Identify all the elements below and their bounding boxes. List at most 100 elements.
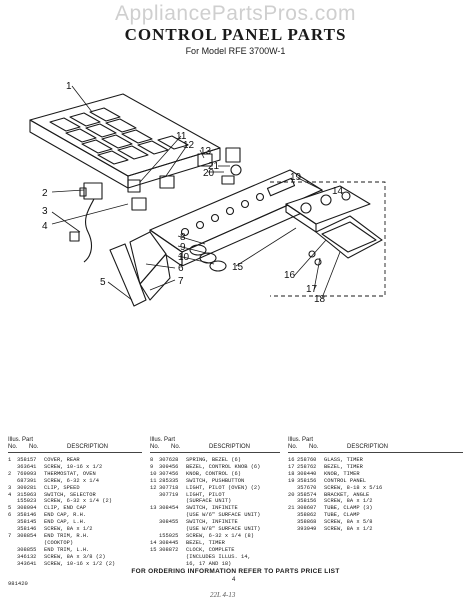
header-part-no: No.: [29, 444, 39, 450]
illus-no: 4: [8, 491, 12, 498]
infinite-switch-drawing: [159, 147, 242, 189]
part-number: 346132: [17, 553, 37, 560]
illus-no: 13: [150, 505, 157, 512]
end-trim-drawing: [109, 231, 171, 307]
illus-no: 9: [150, 463, 154, 470]
part-description: SCREW, 6-32 x 1/4 (2): [44, 498, 112, 505]
header-part-no: No.: [309, 444, 319, 450]
part-number: 307456: [159, 470, 179, 477]
part-number: 358868: [297, 519, 317, 526]
ordering-footer: FOR ORDERING INFORMATION REFER TO PARTS …: [131, 568, 340, 575]
part-description: LIGHT, PILOT (OVEN) (2): [186, 484, 261, 491]
part-description: TUBE, CLAMP: [324, 512, 360, 519]
header-description: DESCRIPTION: [67, 444, 109, 450]
part-number: 363641: [17, 463, 37, 470]
handwritten-note: 22L 4-13: [210, 591, 236, 599]
part-description: SCREW, 8A x 3/8 (2): [44, 553, 106, 560]
part-number: 308872: [159, 546, 179, 553]
header-illus-part: Illus. Part: [8, 437, 34, 443]
speed-clip-drawing: [69, 231, 80, 242]
part-number: 358574: [297, 491, 317, 498]
illus-no: 5: [8, 505, 12, 512]
part-number: 308094: [17, 505, 37, 512]
part-description: TUBE, CLAMP (3): [324, 505, 373, 512]
illus-no: 15: [150, 546, 157, 553]
part-description: SCREW, 10-16 x 1/2: [44, 463, 103, 470]
part-number: 358146: [17, 526, 37, 533]
callout-12: 12: [183, 140, 195, 151]
part-description: SCREW, 8A x 1/2: [324, 498, 373, 505]
part-number: 309281: [17, 484, 37, 491]
callout-17: 17: [306, 284, 318, 295]
part-description: SPRING, BEZEL (6): [186, 457, 241, 463]
callout-15: 15: [232, 262, 244, 273]
part-description: (USE W/8" SURFACE UNIT): [186, 526, 261, 533]
table-row: (USE W/8" SURFACE UNIT): [150, 526, 260, 533]
table-row: 358145 END CAP, L.H.: [8, 519, 115, 526]
illus-no: 12: [150, 484, 157, 491]
callout-18: 18: [314, 294, 326, 305]
column-1-header: Illus. Part No. No. DESCRIPTION: [8, 437, 115, 451]
part-description: GLASS, TIMER: [324, 457, 363, 463]
column-2-header: Illus. Part No.No.DESCRIPTION: [150, 437, 260, 451]
illus-no: 17: [288, 463, 295, 470]
page-number: 4: [232, 577, 236, 583]
part-number: 357670: [297, 484, 317, 491]
part-number: 309456: [159, 463, 179, 470]
part-number: 285335: [159, 477, 179, 484]
part-description: SWITCH, SELECTOR: [44, 491, 96, 498]
thermostat-drawing: [79, 182, 103, 263]
part-number: 358145: [17, 519, 37, 526]
callout-3: 3: [42, 206, 48, 217]
exploded-parts-diagram: 1 2 3 4 5 6 7 8 9 10 11 12 13 14 15 16 1…: [29, 81, 386, 307]
part-number: 343641: [17, 560, 37, 567]
part-description: CLIP, SPEED: [44, 484, 80, 491]
table-row: (USE W/6" SURFACE UNIT): [150, 512, 260, 519]
illus-no: 18: [288, 470, 295, 477]
control-panel-drawing: [149, 169, 323, 267]
part-description: THERMOSTAT, OVEN: [44, 470, 96, 477]
callout-6: 6: [178, 263, 184, 274]
column-3-header: Illus. Part No.No.DESCRIPTION: [288, 437, 388, 451]
header-description: DESCRIPTION: [209, 444, 251, 450]
table-row: 346132 SCREW, 8A x 3/8 (2): [8, 554, 115, 561]
part-number: 315063: [17, 491, 37, 498]
document-id: 981420: [8, 580, 28, 587]
part-description: CONTROL PANEL: [324, 477, 367, 484]
illus-no: 10: [150, 470, 157, 477]
model-subtitle: For Model RFE 3700W-1: [185, 46, 286, 56]
part-description: SWITCH, PUSHBUTTON: [186, 477, 245, 484]
rear-cover-drawing: [29, 93, 221, 189]
callout-20: 20: [203, 168, 215, 179]
header-illus-no: No.: [8, 444, 18, 450]
callout-9: 9: [180, 242, 186, 253]
part-description: BEZEL, TIMER: [324, 463, 363, 470]
part-description: END TRIM, R.H.: [44, 532, 90, 539]
part-number: 358146: [17, 512, 37, 519]
illus-no: 21: [288, 505, 295, 512]
callout-8: 8: [180, 232, 186, 243]
pushbutton-switch-drawing: [127, 179, 141, 193]
part-description: END CAP, L.H.: [44, 519, 87, 526]
illus-no: 2: [8, 470, 12, 477]
part-description: SCREW, 8A x 1/2: [44, 526, 93, 533]
part-description: (INCLUDES ILLUS. 14,: [186, 553, 251, 560]
part-number: 358862: [297, 512, 317, 519]
illus-no: 7: [8, 532, 12, 539]
